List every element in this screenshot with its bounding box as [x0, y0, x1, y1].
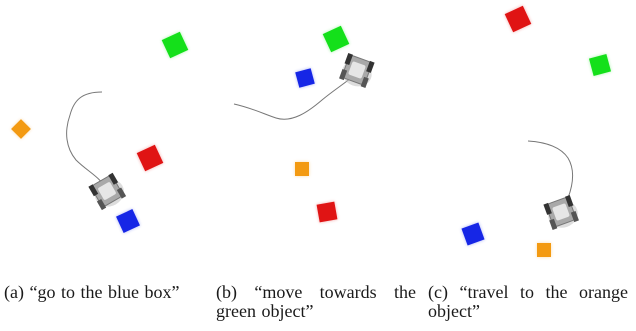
red-box — [136, 144, 164, 172]
panel-b-scene — [212, 0, 424, 265]
panel-b-canvas — [233, 25, 375, 223]
green-box — [161, 31, 189, 59]
caption-b: (b) “move towards the green object” — [216, 282, 416, 321]
caption-a: (a) “go to the blue box” — [4, 282, 180, 302]
green-box — [588, 53, 612, 77]
robot-arm-gripper — [88, 172, 127, 211]
robot-path-line — [66, 91, 107, 191]
panel-a-scene — [0, 0, 212, 265]
panel-c-canvas — [461, 5, 612, 257]
green-box — [322, 25, 350, 53]
blue-box — [461, 222, 485, 246]
robot-arm-gripper — [339, 52, 375, 88]
panel-a-canvas — [11, 31, 189, 233]
orange-box — [537, 243, 551, 257]
red-box — [504, 5, 532, 33]
robot-path-line — [527, 140, 573, 199]
robot-arm-gripper — [543, 194, 579, 230]
robot-path-line — [233, 73, 357, 120]
caption-c: (c) “travel to the orange object” — [428, 282, 628, 321]
red-box — [316, 201, 338, 223]
orange-box — [11, 119, 31, 139]
orange-box — [295, 162, 309, 176]
blue-box — [116, 209, 140, 233]
panel-c-scene — [424, 0, 636, 265]
blue-box — [295, 68, 315, 88]
